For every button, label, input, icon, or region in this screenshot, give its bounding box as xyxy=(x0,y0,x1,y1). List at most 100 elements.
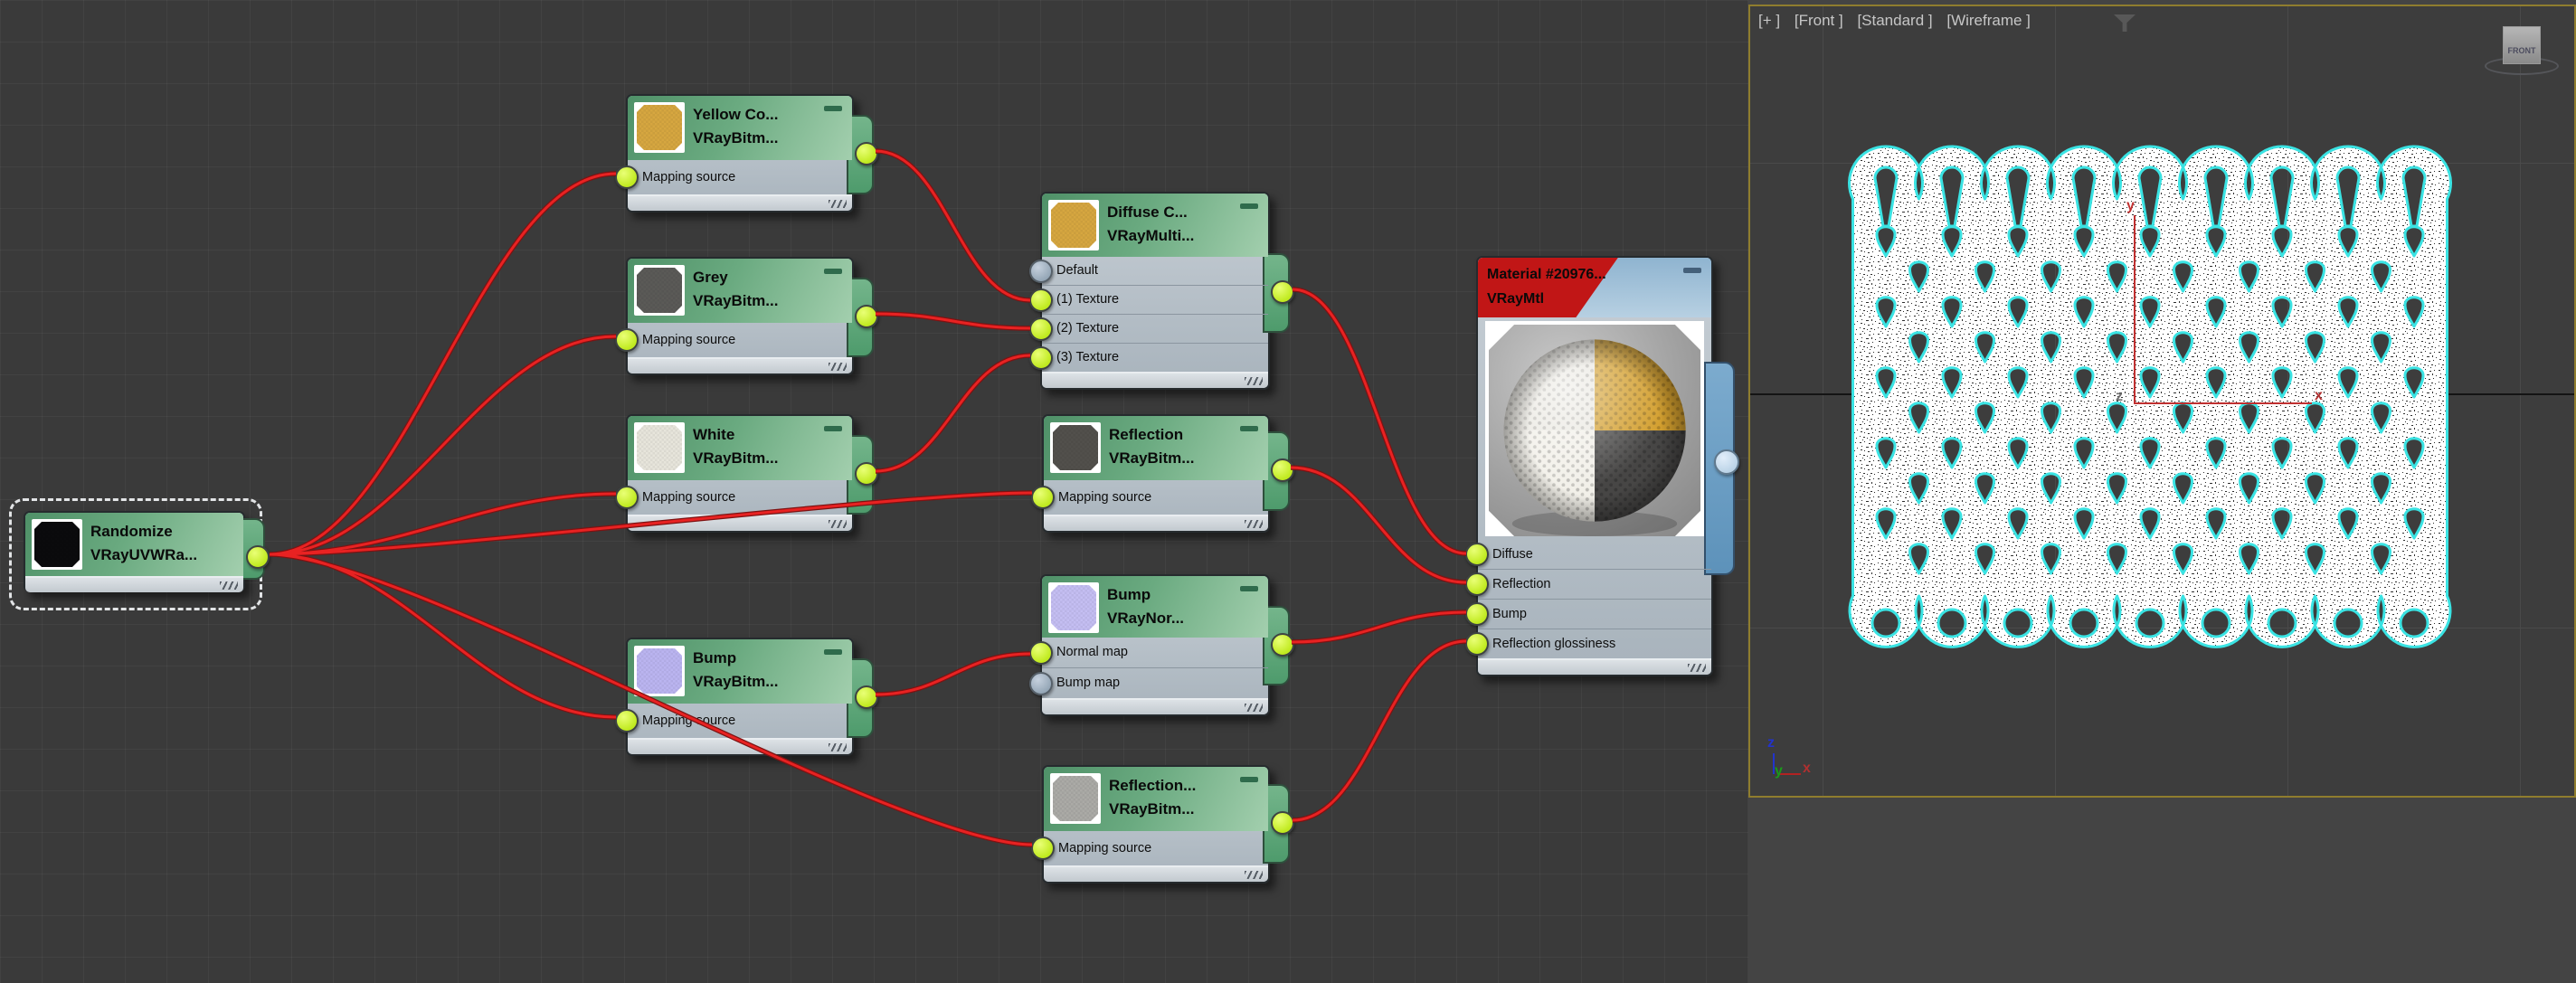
slot-mapping-source[interactable]: Mapping source xyxy=(1044,480,1268,515)
input-socket[interactable] xyxy=(1029,317,1053,341)
slot-mapping-source[interactable]: Mapping source xyxy=(628,704,852,738)
node-title: Material #20976... xyxy=(1487,262,1688,287)
node-diffuse-multi[interactable]: Diffuse C... VRayMulti... Default (1) Te… xyxy=(1040,192,1270,390)
minimize-icon[interactable] xyxy=(824,269,842,274)
node-header[interactable]: Yellow Co... VRayBitm... xyxy=(628,96,852,160)
input-socket[interactable] xyxy=(615,165,639,189)
input-socket[interactable] xyxy=(1029,672,1053,695)
slot-texture-1[interactable]: (1) Texture xyxy=(1042,285,1268,314)
viewport-menu-style[interactable]: [Wireframe ] xyxy=(1946,12,2031,29)
input-socket[interactable] xyxy=(1465,602,1489,626)
node-material-vraymtl[interactable]: Material #20976... VRayMtl xyxy=(1476,256,1713,676)
resize-grip-icon[interactable] xyxy=(1245,871,1263,879)
node-white[interactable]: White VRayBitm... Mapping source xyxy=(626,414,854,533)
viewport-menu-general[interactable]: [+ ] xyxy=(1758,12,1780,29)
node-header[interactable]: Reflection... VRayBitm... xyxy=(1044,767,1268,831)
output-socket[interactable] xyxy=(1271,633,1294,657)
material-sphere-preview xyxy=(1489,325,1700,536)
node-footer xyxy=(1044,515,1268,531)
input-socket[interactable] xyxy=(1029,641,1053,665)
world-axis-y-label: y xyxy=(1775,763,1783,780)
node-grey[interactable]: Grey VRayBitm... Mapping source xyxy=(626,257,854,375)
output-socket[interactable] xyxy=(1271,458,1294,482)
output-socket[interactable] xyxy=(1271,280,1294,304)
slot-label: Mapping source xyxy=(1058,490,1151,505)
node-bump-normal[interactable]: Bump VRayNor... Normal map Bump map xyxy=(1040,574,1270,716)
node-header[interactable]: Material #20976... VRayMtl xyxy=(1478,258,1711,317)
node-header[interactable]: Randomize VRayUVWRa... xyxy=(25,513,243,576)
input-socket[interactable] xyxy=(1029,260,1053,283)
node-reflection-gloss[interactable]: Reflection... VRayBitm... Mapping source xyxy=(1042,765,1270,884)
minimize-icon[interactable] xyxy=(1240,586,1258,591)
input-socket[interactable] xyxy=(1031,486,1055,509)
viewport-label-bar: [+ ] [Front ] [Standard ] [Wireframe ] xyxy=(1758,12,2041,30)
node-title: Reflection... xyxy=(1109,774,1245,798)
slot-mapping-source[interactable]: Mapping source xyxy=(628,160,852,194)
input-socket[interactable] xyxy=(615,709,639,733)
node-header[interactable]: Bump VRayBitm... xyxy=(628,639,852,704)
material-node-editor[interactable]: Randomize VRayUVWRa... Yellow Co... VRay… xyxy=(0,0,1748,983)
minimize-icon[interactable] xyxy=(824,649,842,655)
resize-grip-icon[interactable] xyxy=(829,363,847,371)
minimize-icon[interactable] xyxy=(1240,426,1258,431)
resize-grip-icon[interactable] xyxy=(1688,664,1706,672)
input-socket[interactable] xyxy=(1029,346,1053,370)
slot-texture-2[interactable]: (2) Texture xyxy=(1042,314,1268,343)
node-thumbnail xyxy=(634,102,685,153)
node-header[interactable]: Bump VRayNor... xyxy=(1042,576,1268,638)
resize-grip-icon[interactable] xyxy=(1245,520,1263,528)
node-header[interactable]: Reflection VRayBitm... xyxy=(1044,416,1268,480)
slot-bump[interactable]: Bump xyxy=(1478,599,1711,629)
input-socket[interactable] xyxy=(615,328,639,352)
input-socket[interactable] xyxy=(615,486,639,509)
viewport-menu-view[interactable]: [Front ] xyxy=(1795,12,1843,29)
viewcube[interactable]: FRONT xyxy=(2503,26,2541,64)
output-socket[interactable] xyxy=(855,462,878,486)
slot-default[interactable]: Default xyxy=(1042,257,1268,285)
input-socket[interactable] xyxy=(1465,572,1489,596)
minimize-icon[interactable] xyxy=(824,426,842,431)
minimize-icon[interactable] xyxy=(1240,203,1258,209)
output-socket[interactable] xyxy=(855,685,878,709)
slot-texture-3[interactable]: (3) Texture xyxy=(1042,343,1268,372)
resize-grip-icon[interactable] xyxy=(220,581,238,590)
input-socket[interactable] xyxy=(1465,632,1489,656)
front-viewport[interactable]: [+ ] [Front ] [Standard ] [Wireframe ] F… xyxy=(1748,5,2576,798)
slot-reflection-glossiness[interactable]: Reflection glossiness xyxy=(1478,629,1711,658)
output-socket[interactable] xyxy=(1714,449,1739,475)
resize-grip-icon[interactable] xyxy=(1245,377,1263,385)
slot-mapping-source[interactable]: Mapping source xyxy=(1044,831,1268,865)
minimize-icon[interactable] xyxy=(1683,268,1701,273)
output-socket[interactable] xyxy=(855,305,878,328)
slot-mapping-source[interactable]: Mapping source xyxy=(628,323,852,357)
resize-grip-icon[interactable] xyxy=(829,520,847,528)
viewport-menu-shading[interactable]: [Standard ] xyxy=(1857,12,1932,29)
node-footer xyxy=(628,515,852,531)
slot-bump-map[interactable]: Bump map xyxy=(1042,667,1268,698)
wireframe-knit-object[interactable] xyxy=(1750,6,2574,796)
material-preview[interactable] xyxy=(1485,321,1704,536)
output-socket[interactable] xyxy=(246,545,270,569)
node-header[interactable]: White VRayBitm... xyxy=(628,416,852,480)
node-yellow-color[interactable]: Yellow Co... VRayBitm... Mapping source xyxy=(626,94,854,213)
node-header[interactable]: Grey VRayBitm... xyxy=(628,259,852,323)
slot-diffuse[interactable]: Diffuse xyxy=(1478,540,1711,569)
slot-mapping-source[interactable]: Mapping source xyxy=(628,480,852,515)
input-socket[interactable] xyxy=(1029,288,1053,312)
slot-normal-map[interactable]: Normal map xyxy=(1042,638,1268,667)
resize-grip-icon[interactable] xyxy=(829,743,847,751)
minimize-icon[interactable] xyxy=(824,106,842,111)
node-header[interactable]: Diffuse C... VRayMulti... xyxy=(1042,194,1268,257)
minimize-icon[interactable] xyxy=(1240,777,1258,782)
input-socket[interactable] xyxy=(1031,836,1055,860)
node-reflection[interactable]: Reflection VRayBitm... Mapping source xyxy=(1042,414,1270,533)
output-socket[interactable] xyxy=(1271,811,1294,835)
node-bump-bitmap[interactable]: Bump VRayBitm... Mapping source xyxy=(626,638,854,756)
node-randomize[interactable]: Randomize VRayUVWRa... xyxy=(24,511,245,592)
resize-grip-icon[interactable] xyxy=(829,200,847,208)
slot-reflection[interactable]: Reflection xyxy=(1478,569,1711,599)
resize-grip-icon[interactable] xyxy=(1245,704,1263,712)
node-footer xyxy=(1042,698,1268,714)
input-socket[interactable] xyxy=(1465,543,1489,566)
output-socket[interactable] xyxy=(855,142,878,165)
